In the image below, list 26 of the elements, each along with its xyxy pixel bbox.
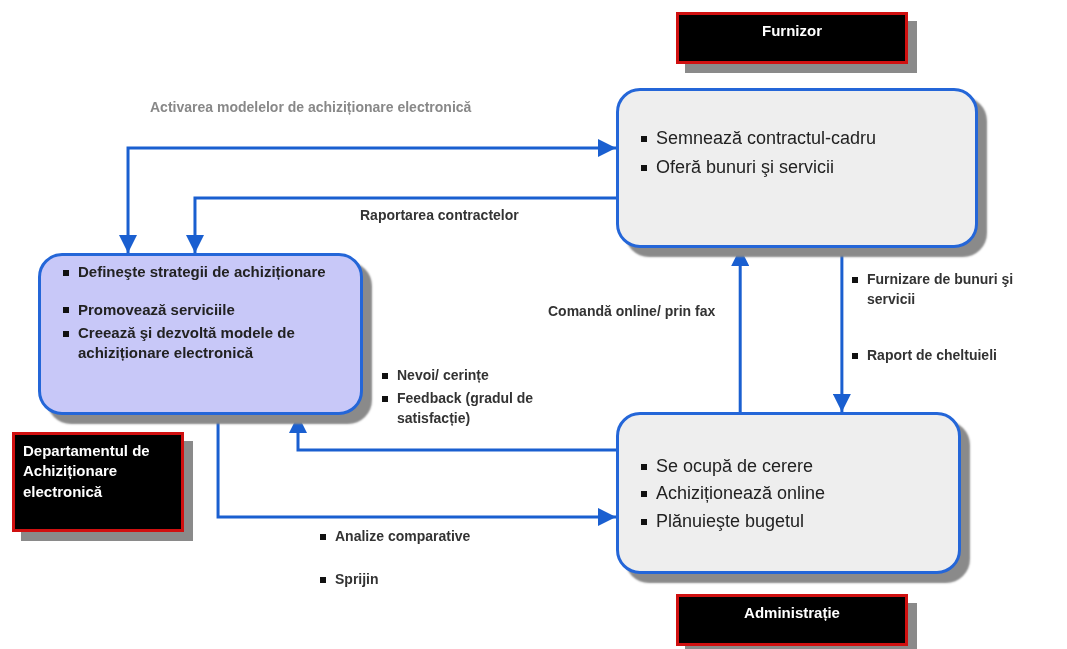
bullet-text: Creează şi dezvoltă modele de achiziționare electronică <box>78 323 296 362</box>
edge-label: Activarea modelelor de achiziționare electronică <box>150 98 472 117</box>
bullet-text: Defineşte strategii de achiziționare <box>78 262 326 282</box>
bullet-text: Semnează contractul-cadru <box>656 127 877 150</box>
edge-label: Furnizare de bunuri şi servicii <box>867 270 1015 309</box>
arrow <box>216 415 616 526</box>
bullet-text: Plănuieşte bugetul <box>656 509 805 533</box>
process-box <box>616 412 961 574</box>
edge-label: Analize comparative <box>335 527 471 546</box>
arrow <box>289 415 616 452</box>
arrow <box>119 139 616 253</box>
bullet-text: Achiziționează online <box>656 482 826 506</box>
bullet-text: Se ocupă de cerere <box>656 455 814 478</box>
arrow <box>832 248 851 412</box>
bullet-text: Oferă bunuri şi servicii <box>656 156 835 180</box>
arrow <box>186 196 616 253</box>
edge-label: Nevoi/ cerințe <box>397 366 489 385</box>
note-text: Feedback (gradul de satisfacție) <box>397 389 535 428</box>
note-text: Raport de cheltuieli <box>867 346 997 365</box>
process-box <box>38 253 363 415</box>
edge-label: Raportarea contractelor <box>360 206 519 225</box>
process-box <box>616 88 978 248</box>
note-text: Sprijin <box>335 570 379 589</box>
arrow <box>731 248 750 412</box>
edge-label: Comandă online/ prin fax <box>548 302 716 321</box>
bullet-text: Promovează serviciile <box>78 299 235 319</box>
